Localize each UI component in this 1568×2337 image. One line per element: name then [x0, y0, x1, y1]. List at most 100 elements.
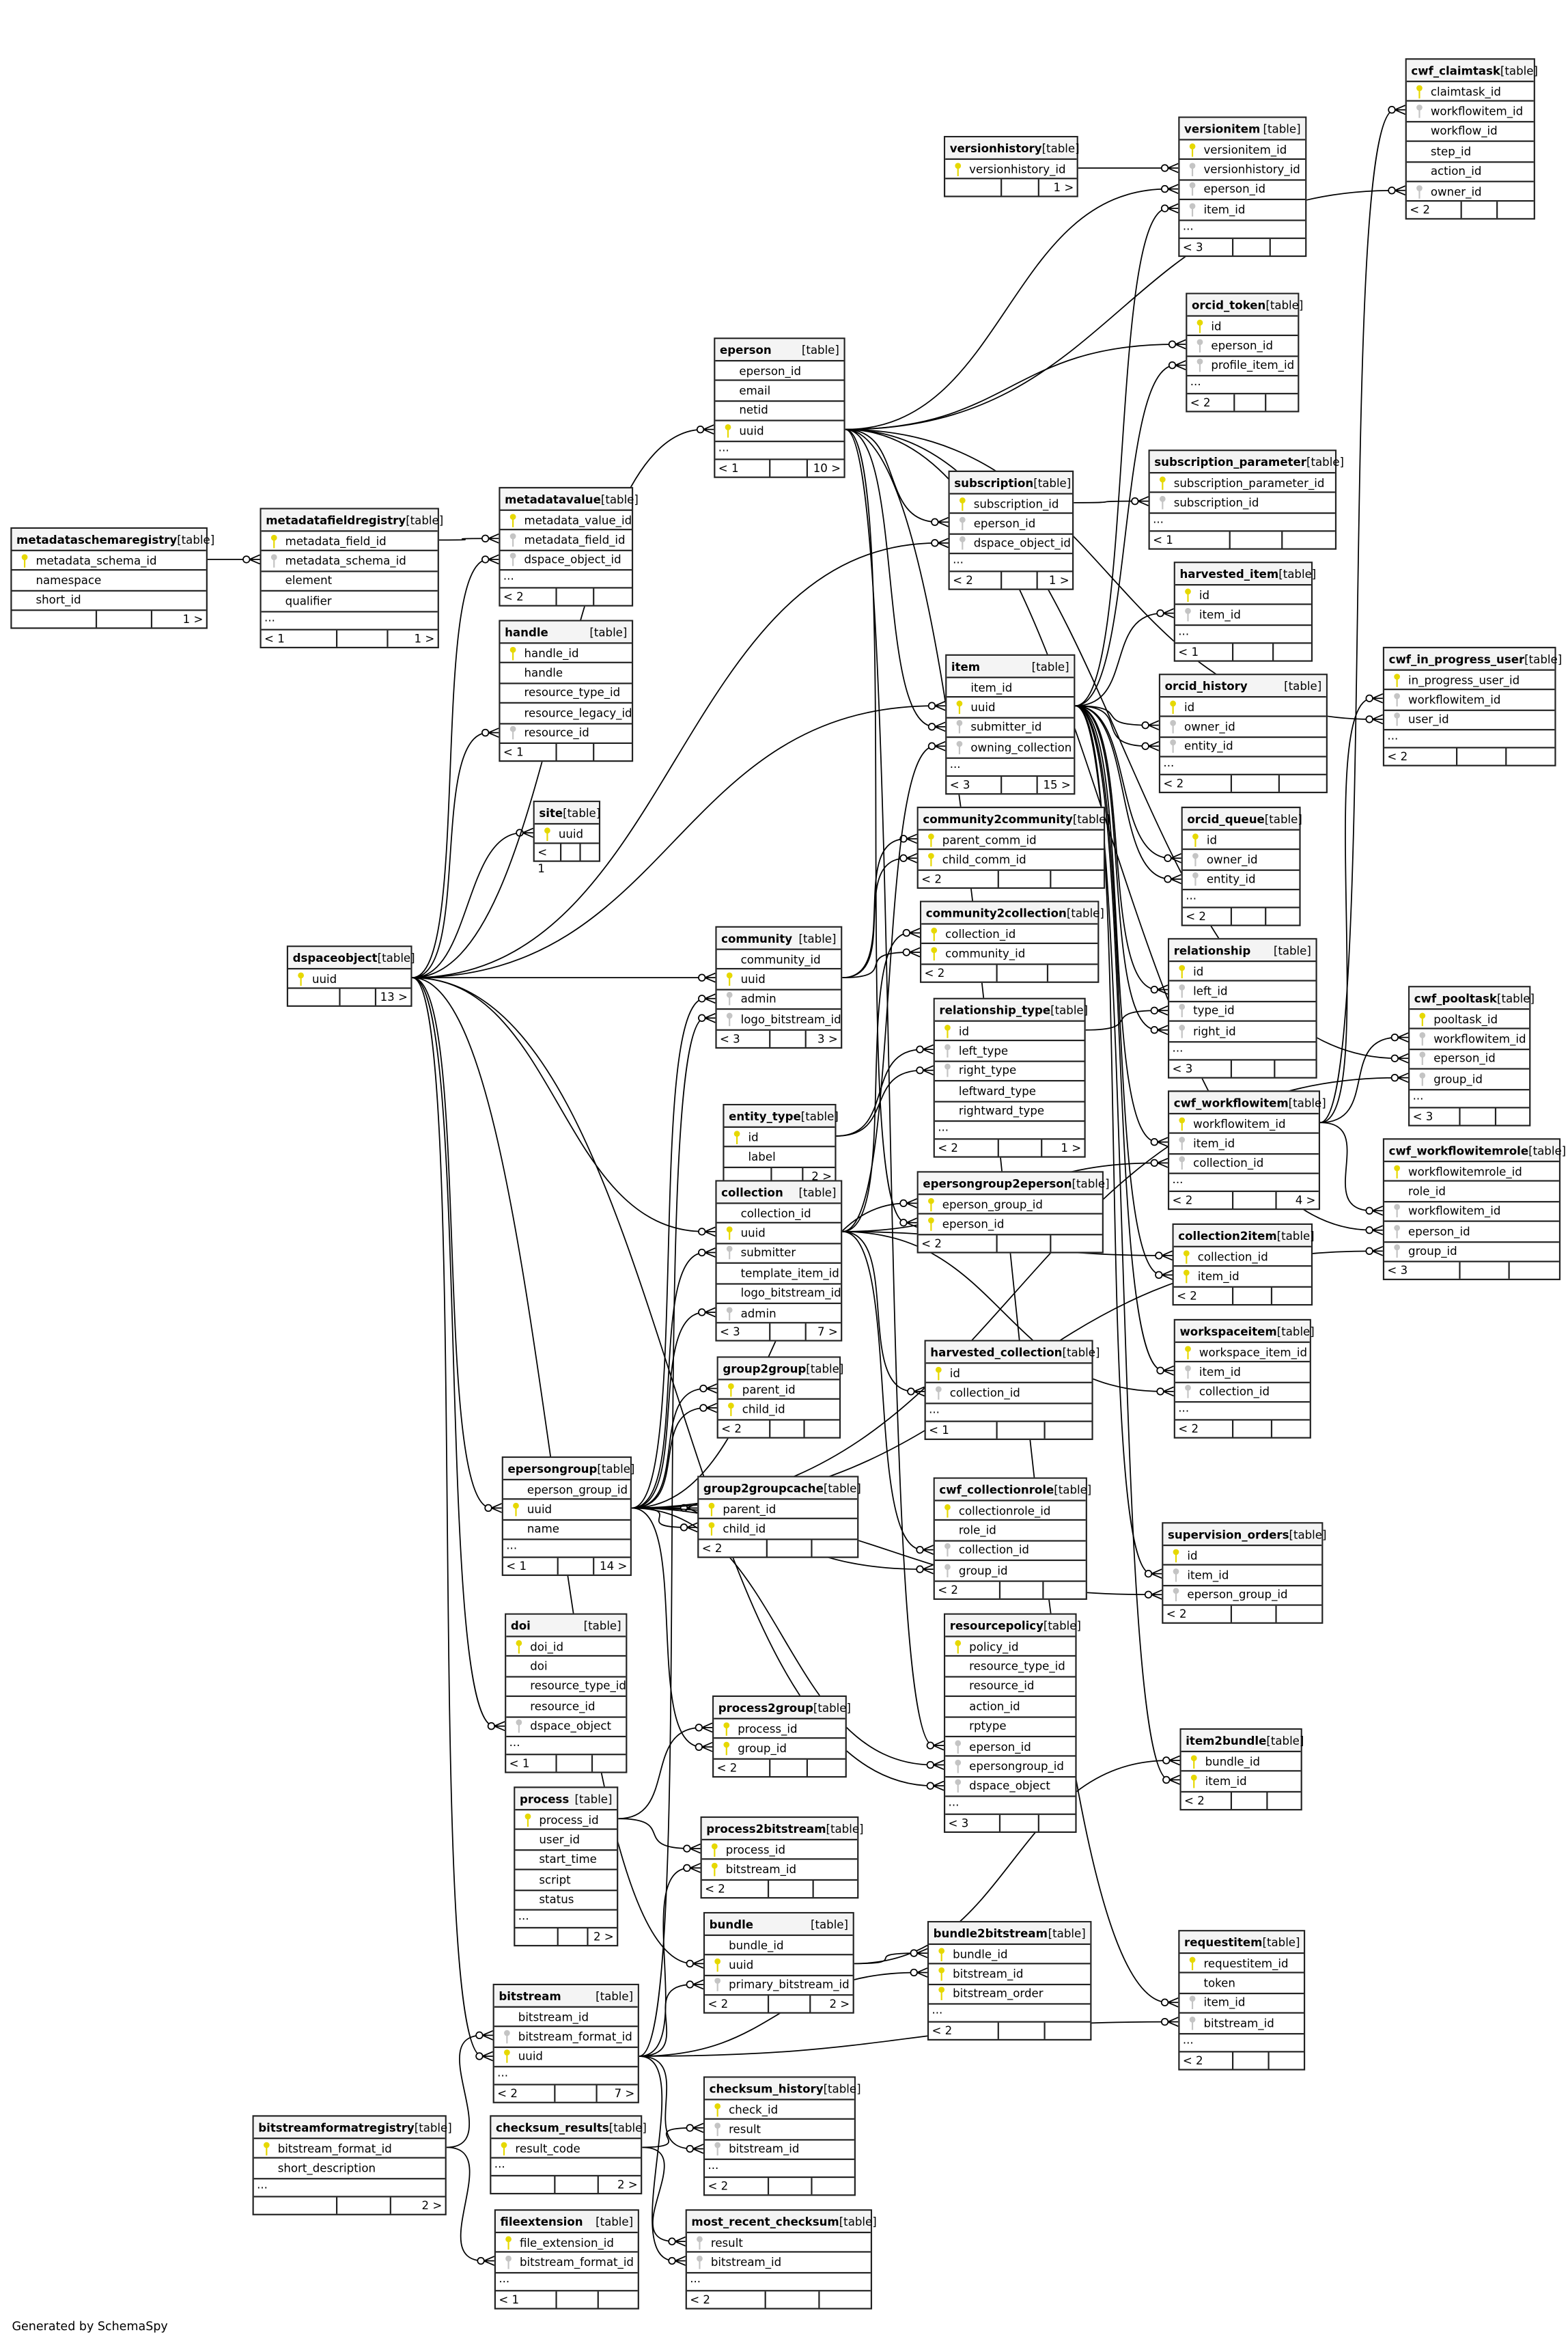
- table-name[interactable]: cwf_in_progress_user: [1388, 652, 1525, 666]
- column-row[interactable]: child_id: [699, 1520, 858, 1540]
- parents-link[interactable]: < 2: [705, 1995, 769, 2013]
- table-header[interactable]: eperson[table]: [715, 339, 844, 362]
- column-row[interactable]: eperson_id: [1179, 180, 1306, 201]
- table-cwf-collectionrole[interactable]: cwf_collectionrole[table]collectionrole_…: [933, 1477, 1091, 1599]
- column-row[interactable]: process_id: [714, 1719, 845, 1740]
- table-header[interactable]: handle[table]: [500, 621, 632, 644]
- table-name[interactable]: relationship: [1173, 943, 1251, 957]
- parents-link[interactable]: < 2: [935, 1581, 1000, 1598]
- more-columns-ellipsis[interactable]: ...: [261, 611, 438, 630]
- parents-link[interactable]: < 2: [1183, 908, 1233, 925]
- table-header[interactable]: harvested_collection[table]: [925, 1341, 1100, 1364]
- table-name[interactable]: subscription_parameter: [1154, 454, 1306, 469]
- parents-link[interactable]: < 1: [926, 1422, 998, 1439]
- more-columns-ellipsis[interactable]: ...: [1182, 890, 1300, 909]
- column-row[interactable]: collection_id: [1169, 1154, 1319, 1175]
- table-metadatafieldregistry[interactable]: metadatafieldregistry[table]metadata_fie…: [260, 508, 443, 648]
- table-name[interactable]: doi: [510, 1618, 531, 1632]
- column-row[interactable]: collection_id: [1175, 1383, 1310, 1403]
- table-header[interactable]: community2collection[table]: [921, 902, 1104, 925]
- table-name[interactable]: bitstream: [499, 1989, 561, 2003]
- column-row[interactable]: bitstream_id: [1179, 2014, 1304, 2034]
- column-row[interactable]: uuid: [288, 969, 411, 990]
- table-name[interactable]: checksum_results: [495, 2120, 609, 2134]
- parents-link[interactable]: < 2: [718, 1420, 770, 1437]
- table-name[interactable]: workspaceitem: [1179, 1324, 1277, 1338]
- table-community2community[interactable]: community2community[table]parent_comm_id…: [916, 806, 1110, 889]
- column-row[interactable]: step_id: [1406, 142, 1534, 163]
- more-columns-ellipsis[interactable]: ...: [1175, 1402, 1310, 1421]
- table-header[interactable]: cwf_workflowitem[table]: [1169, 1092, 1326, 1115]
- table-header[interactable]: cwf_collectionrole[table]: [934, 1478, 1091, 1502]
- children-link[interactable]: 3 >: [817, 1032, 838, 1045]
- column-row[interactable]: right_type: [934, 1062, 1084, 1082]
- table-name[interactable]: dspaceobject: [292, 950, 378, 965]
- column-row[interactable]: metadata_schema_id: [12, 551, 206, 572]
- table-name[interactable]: checksum_history: [709, 2082, 824, 2095]
- column-row[interactable]: resource_type_id: [500, 684, 632, 704]
- column-row[interactable]: submitter_id: [947, 718, 1074, 738]
- table-name[interactable]: relationship_type: [939, 1003, 1051, 1017]
- table-header[interactable]: cwf_claimtask[table]: [1406, 59, 1538, 83]
- column-row[interactable]: bundle_id: [1181, 1752, 1301, 1773]
- column-row[interactable]: name: [503, 1521, 630, 1540]
- column-row[interactable]: workflowitem_id: [1384, 1202, 1559, 1223]
- table-name[interactable]: item: [951, 659, 981, 674]
- more-columns-ellipsis[interactable]: ...: [934, 1121, 1084, 1140]
- column-row[interactable]: workflowitem_id: [1406, 102, 1534, 122]
- column-row[interactable]: versionhistory_id: [1179, 161, 1306, 181]
- parents-link[interactable]: < 3: [1179, 238, 1234, 255]
- column-row[interactable]: bitstream_format_id: [253, 2139, 445, 2159]
- table-site[interactable]: site[table]uuid< 1: [533, 801, 600, 876]
- table-header[interactable]: process[table]: [515, 1788, 617, 1811]
- column-row[interactable]: child_id: [718, 1400, 839, 1421]
- more-columns-ellipsis[interactable]: ...: [1169, 1174, 1319, 1193]
- more-columns-ellipsis[interactable]: ...: [1410, 1089, 1530, 1108]
- column-row[interactable]: item_id: [1179, 200, 1306, 221]
- column-row[interactable]: resource_legacy_id: [500, 704, 632, 724]
- children-link[interactable]: 10 >: [813, 460, 841, 475]
- table-metadataschemaregistry[interactable]: metadataschemaregistry[table]metadata_sc…: [10, 527, 214, 629]
- column-row[interactable]: metadata_value_id: [500, 511, 632, 531]
- table-name[interactable]: orcid_queue: [1187, 812, 1265, 826]
- column-row[interactable]: eperson_id: [1410, 1050, 1530, 1070]
- table-name[interactable]: versionitem: [1184, 122, 1261, 135]
- parents-link[interactable]: < 1: [496, 2291, 557, 2308]
- column-row[interactable]: in_progress_user_id: [1384, 671, 1555, 691]
- column-row[interactable]: id: [1187, 317, 1298, 337]
- children-link[interactable]: 4 >: [1295, 1193, 1316, 1208]
- table-name[interactable]: fileextension: [500, 2214, 583, 2228]
- more-columns-ellipsis[interactable]: ...: [500, 570, 632, 589]
- column-row[interactable]: resource_id: [506, 1697, 626, 1717]
- more-columns-ellipsis[interactable]: ...: [947, 758, 1074, 777]
- column-row[interactable]: workflowitem_id: [1410, 1029, 1530, 1050]
- parents-link[interactable]: < 1: [535, 844, 561, 876]
- table-bitstreamformatregistry[interactable]: bitstreamformatregistry[table]bitstream_…: [252, 2115, 452, 2215]
- column-row[interactable]: versionhistory_id: [945, 160, 1077, 180]
- table-header[interactable]: bitstream[table]: [494, 1985, 638, 2008]
- table-name[interactable]: orcid_history: [1164, 678, 1248, 693]
- column-row[interactable]: group_id: [1410, 1070, 1530, 1090]
- column-row[interactable]: eperson_id: [945, 1737, 1076, 1758]
- column-row[interactable]: action_id: [945, 1697, 1076, 1717]
- column-row[interactable]: token: [1179, 1974, 1304, 1994]
- column-row[interactable]: pooltask_id: [1410, 1010, 1530, 1030]
- column-row[interactable]: submitter: [716, 1244, 841, 1264]
- more-columns-ellipsis[interactable]: ...: [1179, 220, 1306, 238]
- table-name[interactable]: bitstreamformatregistry: [258, 2120, 415, 2134]
- column-row[interactable]: doi_id: [506, 1637, 626, 1657]
- table-name[interactable]: community2collection: [925, 906, 1067, 919]
- column-row[interactable]: eperson_id: [918, 1215, 1102, 1235]
- table-name[interactable]: metadataschemaregistry: [16, 532, 178, 547]
